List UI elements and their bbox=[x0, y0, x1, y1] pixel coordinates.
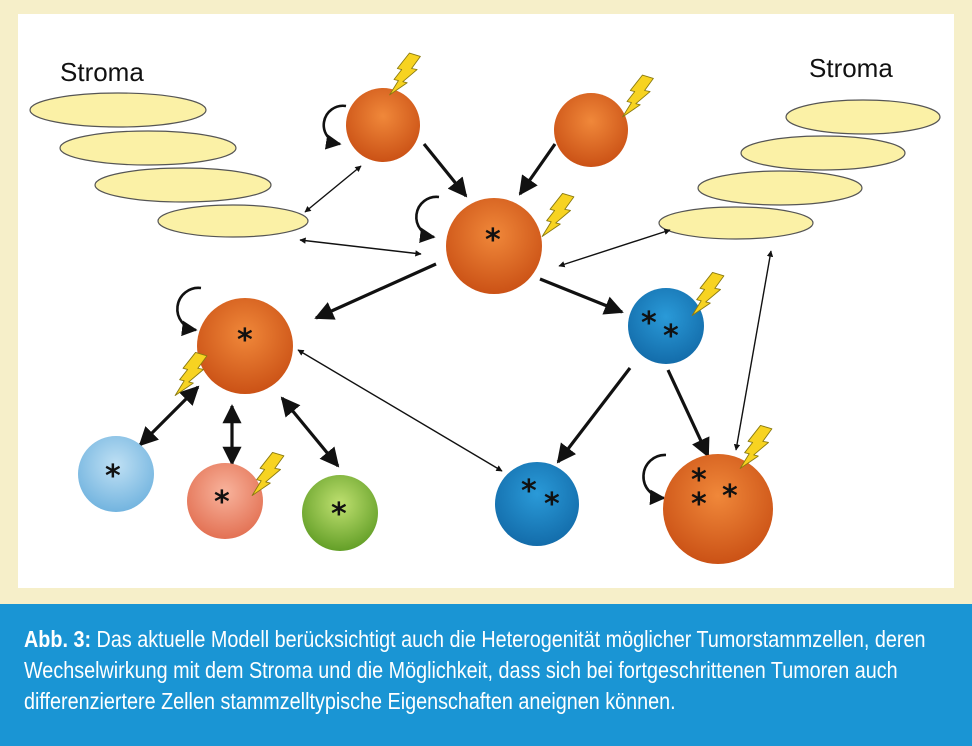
svg-text:*: * bbox=[214, 485, 230, 520]
stroma-label-left: Stroma bbox=[60, 57, 144, 87]
light-blue-cell bbox=[78, 436, 154, 512]
tumor-stem-cell-left bbox=[197, 298, 293, 394]
stroma-interaction-arrows bbox=[297, 165, 774, 472]
svg-text:*: * bbox=[544, 487, 560, 522]
advanced-tumor-stem-cell bbox=[663, 454, 773, 564]
svg-text:*: * bbox=[331, 497, 347, 532]
blue-cell-right bbox=[628, 288, 704, 364]
svg-text:*: * bbox=[105, 459, 121, 494]
svg-text:*: * bbox=[237, 323, 253, 358]
diagram-panel: Stroma Stroma bbox=[18, 14, 954, 588]
lineage-arrows bbox=[314, 142, 710, 464]
svg-text:*: * bbox=[521, 474, 537, 509]
svg-text:*: * bbox=[641, 306, 657, 341]
differentiation-arrows bbox=[138, 385, 340, 468]
tumor-stem-cell-center bbox=[446, 198, 542, 294]
mutation-markers: * * * * * * * * * * * * * bbox=[105, 223, 738, 532]
svg-text:*: * bbox=[485, 223, 501, 258]
tumor-stem-cell-top-left bbox=[346, 88, 420, 162]
salmon-cell bbox=[187, 463, 263, 539]
caption-body: Das aktuelle Modell berücksichtigt auch … bbox=[24, 626, 926, 714]
self-renewal-arrow-icon bbox=[176, 104, 667, 506]
caption-box: Abb. 3: Das aktuelle Modell berücksichti… bbox=[0, 604, 972, 746]
green-cell bbox=[302, 475, 378, 551]
stroma-left bbox=[29, 92, 309, 238]
svg-text:*: * bbox=[691, 463, 707, 498]
caption-label: Abb. 3: bbox=[24, 626, 92, 652]
svg-text:*: * bbox=[691, 487, 707, 522]
stroma-right bbox=[658, 99, 941, 240]
blue-cell-bottom bbox=[495, 462, 579, 546]
stroma-label-right: Stroma bbox=[809, 53, 893, 83]
svg-text:*: * bbox=[663, 319, 679, 354]
tumor-stem-cell-top-right bbox=[554, 93, 628, 167]
svg-text:*: * bbox=[722, 479, 738, 514]
figure-caption: Abb. 3: Das aktuelle Modell berücksichti… bbox=[24, 624, 944, 717]
tumor-stem-cell-diagram: Stroma Stroma bbox=[29, 52, 941, 564]
